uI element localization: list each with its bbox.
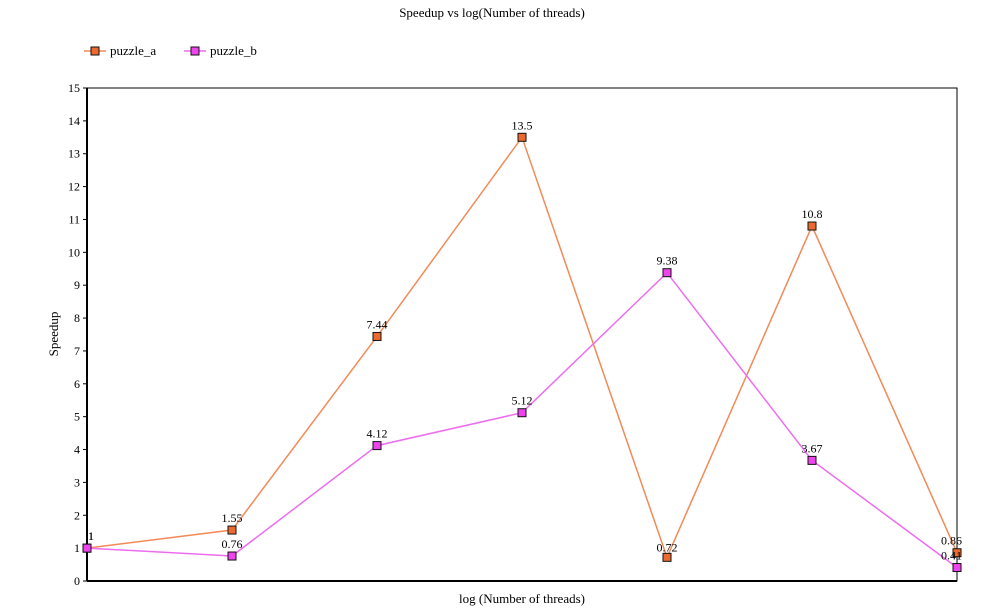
data-point-puzzle_b bbox=[517, 408, 527, 418]
data-label-puzzle_b: 5.12 bbox=[512, 394, 533, 408]
data-point-puzzle_a bbox=[662, 552, 672, 562]
data-point-puzzle_b bbox=[372, 441, 382, 451]
y-tick-label: 6 bbox=[74, 377, 80, 391]
legend-marker-puzzle_a bbox=[90, 46, 100, 56]
y-tick-label: 1 bbox=[74, 541, 80, 555]
data-label-puzzle_b: 0.76 bbox=[222, 537, 243, 551]
data-point-puzzle_b bbox=[662, 268, 672, 278]
y-tick-label: 0 bbox=[74, 574, 80, 588]
y-tick-label: 4 bbox=[74, 443, 80, 457]
data-label-puzzle_b: 3.67 bbox=[802, 441, 823, 455]
plot-area: 012345678910111213141511.557.4413.50.721… bbox=[68, 81, 962, 588]
data-label-puzzle_a: 13.5 bbox=[512, 118, 533, 132]
data-label-puzzle_a: 10.8 bbox=[802, 207, 823, 221]
data-point-puzzle_b bbox=[807, 455, 817, 465]
data-label-puzzle_b: 0.41 bbox=[941, 549, 962, 563]
y-tick-label: 14 bbox=[68, 114, 80, 128]
data-label-puzzle_a: 7.44 bbox=[367, 317, 388, 331]
data-label-puzzle_b: 9.38 bbox=[657, 254, 678, 268]
y-tick-label: 3 bbox=[74, 475, 80, 489]
chart-legend: puzzle_a puzzle_b bbox=[84, 43, 257, 58]
legend-label-puzzle_a: puzzle_a bbox=[110, 43, 156, 58]
y-tick-label: 13 bbox=[68, 147, 80, 161]
y-tick-label: 5 bbox=[74, 410, 80, 424]
legend-label-puzzle_b: puzzle_b bbox=[210, 43, 257, 58]
series-line-puzzle_a bbox=[86, 135, 958, 560]
data-label-puzzle_a: 1.55 bbox=[222, 511, 243, 525]
y-axis-label: Speedup bbox=[46, 312, 61, 357]
y-tick-label: 10 bbox=[68, 245, 80, 259]
legend-marker-puzzle_b bbox=[190, 46, 200, 56]
y-tick-label: 7 bbox=[74, 344, 80, 358]
data-label-puzzle_b: 1 bbox=[88, 529, 94, 543]
chart-title: Speedup vs log(Number of threads) bbox=[399, 5, 585, 20]
data-label-puzzle_b: 4.12 bbox=[367, 427, 388, 441]
data-point-puzzle_b bbox=[227, 551, 237, 561]
data-point-puzzle_a bbox=[952, 548, 962, 558]
y-tick-label: 15 bbox=[68, 81, 80, 95]
data-label-puzzle_a: 0.86 bbox=[941, 534, 962, 548]
y-tick-label: 9 bbox=[74, 278, 80, 292]
plot-frame bbox=[86, 87, 958, 582]
x-axis-label: log (Number of threads) bbox=[459, 591, 585, 606]
y-tick-label: 12 bbox=[68, 180, 80, 194]
y-tick-label: 2 bbox=[74, 508, 80, 522]
data-point-puzzle_a bbox=[807, 221, 817, 231]
data-label-puzzle_a: 1 bbox=[88, 529, 94, 543]
data-point-puzzle_b bbox=[952, 563, 962, 573]
y-tick-label: 11 bbox=[68, 212, 80, 226]
data-point-puzzle_a bbox=[227, 525, 237, 535]
data-point-puzzle_a bbox=[517, 132, 527, 142]
y-tick-label: 8 bbox=[74, 311, 80, 325]
data-point-puzzle_a bbox=[372, 331, 382, 341]
data-point-puzzle_b bbox=[82, 543, 92, 553]
series-line-puzzle_b bbox=[86, 271, 958, 569]
data-label-puzzle_a: 0.72 bbox=[657, 540, 678, 554]
